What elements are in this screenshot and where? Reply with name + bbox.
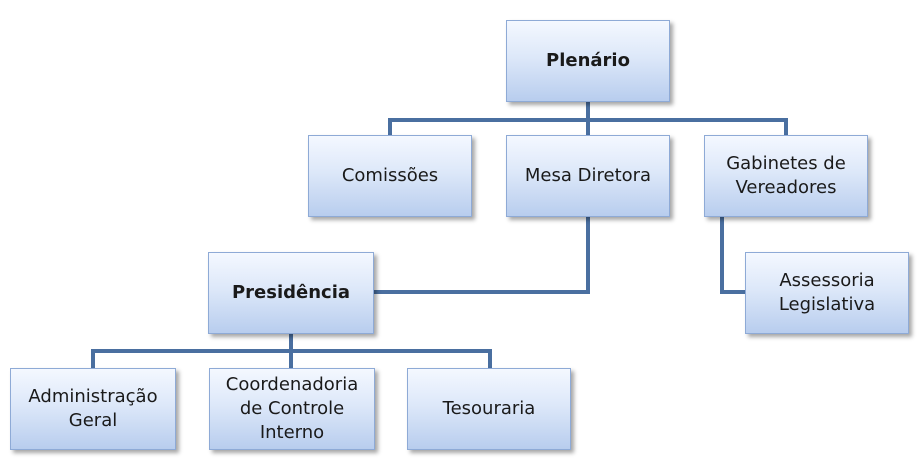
node-gabinetes-vereadores-label: Gabinetes de Vereadores: [726, 153, 846, 198]
node-assessoria-legislativa-label: Assessoria Legislativa: [778, 270, 876, 315]
node-comissoes: Comissões: [308, 135, 472, 217]
node-presidencia: Presidência: [208, 252, 374, 334]
node-plenario: Plenário: [506, 20, 670, 102]
node-administracao-geral-label: Administração Geral: [28, 386, 158, 431]
node-comissoes-label: Comissões: [341, 165, 439, 186]
node-tesouraria-label: Tesouraria: [442, 398, 536, 419]
node-assessoria-legislativa: Assessoria Legislativa: [745, 252, 909, 334]
node-presidencia-label: Presidência: [231, 282, 351, 303]
node-gabinetes-vereadores: Gabinetes de Vereadores: [704, 135, 868, 217]
node-mesa-diretora-label: Mesa Diretora: [524, 165, 652, 186]
node-tesouraria: Tesouraria: [407, 368, 571, 450]
node-mesa-diretora: Mesa Diretora: [506, 135, 670, 217]
node-coordenadoria-controle-interno: Coordenadoria de Controle Interno: [209, 368, 375, 450]
node-coordenadoria-controle-interno-label: Coordenadoria de Controle Interno: [225, 374, 359, 443]
connector-mesa-presidencia: [374, 217, 590, 294]
node-plenario-label: Plenário: [546, 50, 630, 71]
node-administracao-geral: Administração Geral: [10, 368, 176, 450]
connector-gabinetes-assessoria: [720, 217, 745, 294]
